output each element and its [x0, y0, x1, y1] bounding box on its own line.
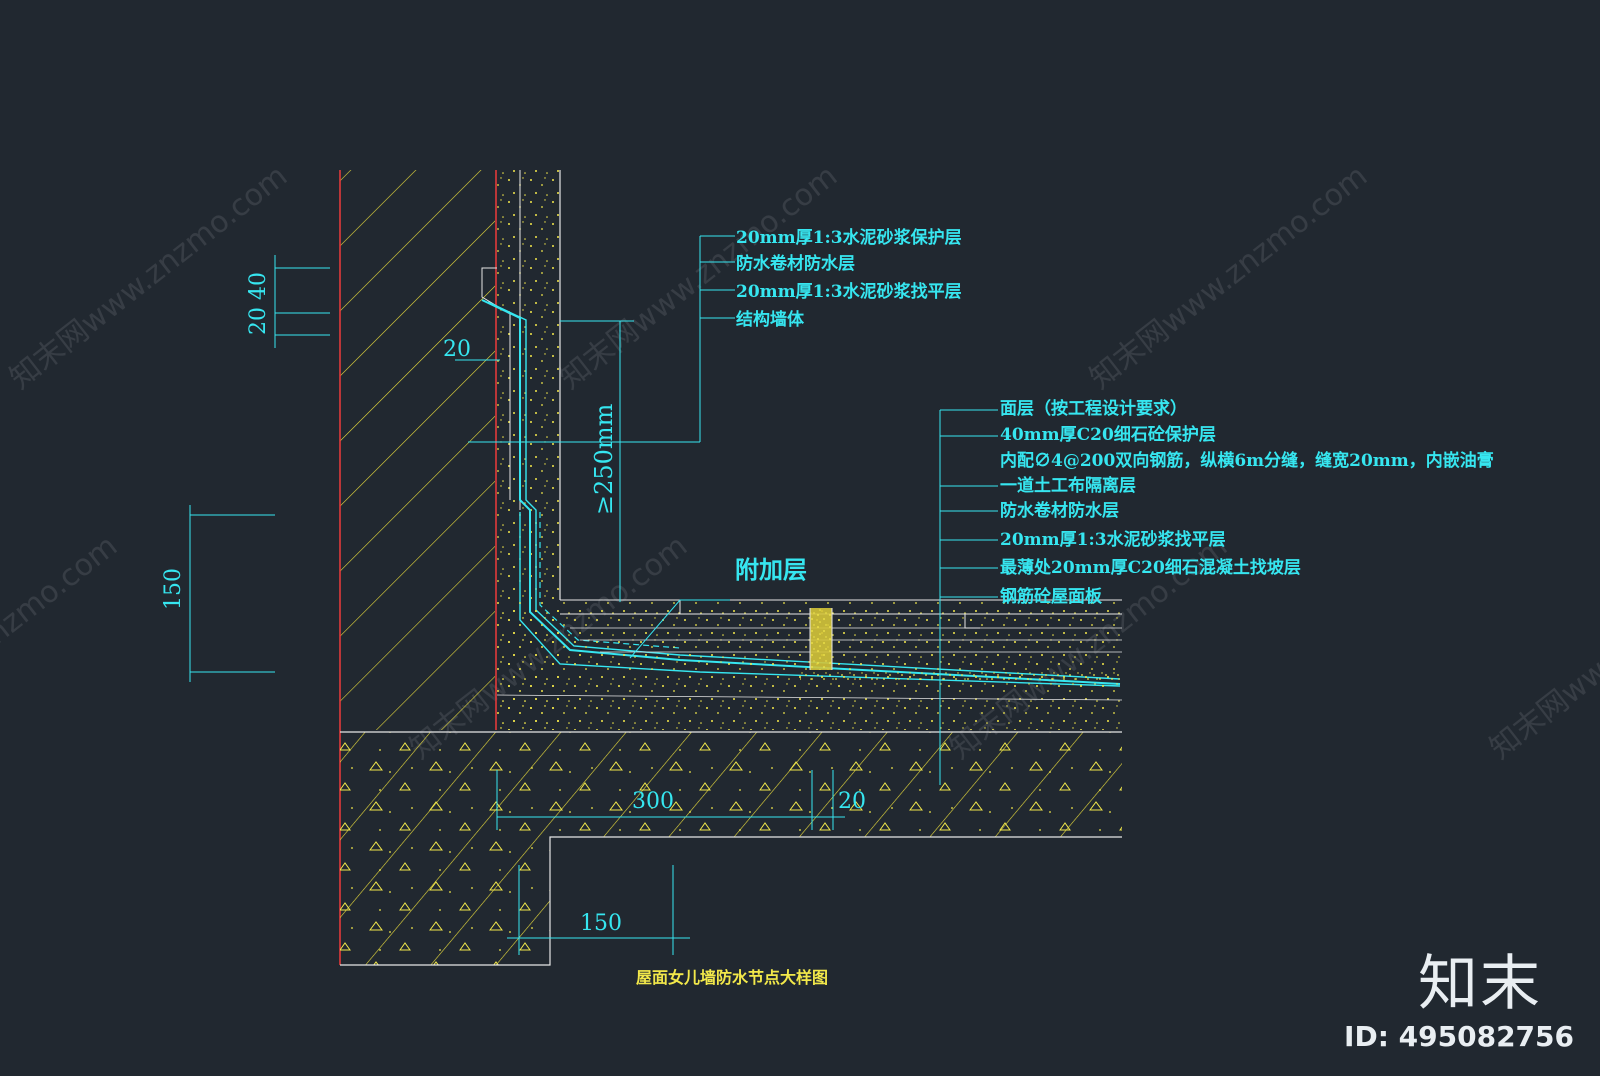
leader-lines [629, 235, 998, 785]
roof-label: 钢筋砼屋面板 [1000, 586, 1103, 607]
dim-150-bottom: 150 [580, 911, 622, 936]
dim-20-left: 20 [443, 337, 471, 362]
extra-layer-label: 附加层 [735, 555, 807, 584]
dimension-texts: 40 20 20 150 ≥250mm 300 20 150 [161, 272, 866, 936]
wall-label: 防水卷材防水层 [736, 253, 855, 274]
watermark-text: 知末网www.znzmo.com [0, 528, 124, 766]
image-id: ID: 495082756 [1344, 1020, 1574, 1053]
roof-label: 最薄处20mm厚C20细石混凝土找坡层 [1000, 557, 1301, 578]
dimension-lines [189, 255, 845, 955]
roof-label: 面层（按工程设计要求） [1000, 398, 1187, 419]
wall-label: 20mm厚1:3水泥砂浆找平层 [736, 281, 962, 302]
dim-40: 40 [246, 272, 271, 300]
wall-label: 结构墙体 [736, 309, 805, 330]
dim-20-top: 20 [246, 307, 271, 335]
dim-250: ≥250mm [590, 403, 618, 515]
dim-150-left: 150 [161, 568, 186, 610]
roof-label: 内配∅4@200双向钢筋，纵横6m分缝，缝宽20mm，内嵌油膏 [1000, 450, 1494, 471]
roof-labels: 面层（按工程设计要求） 40mm厚C20细石砼保护层 内配∅4@200双向钢筋，… [1000, 398, 1494, 607]
structural-wall [339, 170, 497, 965]
watermark-text: 知末网www.znzmo.com [1083, 158, 1374, 396]
roof-label: 一道土工布隔离层 [1000, 475, 1136, 496]
roof-slab [340, 731, 1122, 966]
brand-logo: 知末 [1418, 949, 1542, 1019]
watermark-text: 知末网www.znzmo.com [553, 158, 844, 396]
roof-label: 40mm厚C20细石砼保护层 [1000, 424, 1216, 445]
roof-label: 20mm厚1:3水泥砂浆找平层 [1000, 529, 1226, 550]
dim-300: 300 [632, 789, 674, 814]
wall-labels: 20mm厚1:3水泥砂浆保护层 防水卷材防水层 20mm厚1:3水泥砂浆找平层 … [736, 227, 962, 330]
wall-label: 20mm厚1:3水泥砂浆保护层 [736, 227, 962, 248]
watermark-text: 知末网www.znzmo.com [1483, 528, 1600, 766]
roof-layers [496, 599, 1123, 730]
roof-label: 防水卷材防水层 [1000, 500, 1119, 521]
drawing-title: 屋面女儿墙防水节点大样图 [636, 968, 828, 987]
dim-20-bottom: 20 [838, 789, 866, 814]
